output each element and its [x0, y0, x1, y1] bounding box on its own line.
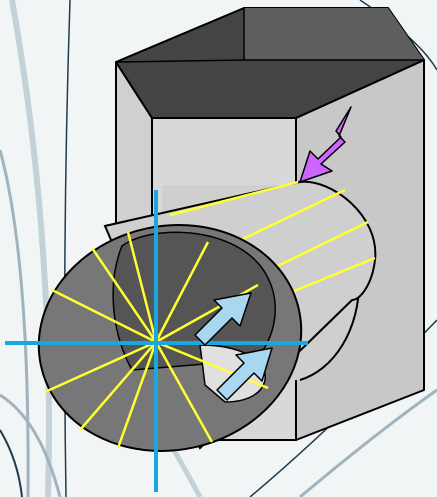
cylinder: [5, 180, 377, 492]
arrows: [194, 106, 352, 401]
radial-line: [154, 241, 210, 343]
axis-cross: [5, 190, 308, 492]
radial-line: [126, 231, 158, 343]
radial-line: [90, 247, 158, 343]
radial-line: [44, 340, 157, 394]
prism-inner-edge-left: [115, 59, 245, 63]
purple-arrow: [299, 106, 352, 183]
radial-line: [154, 341, 214, 443]
blue-arrow: [216, 347, 273, 401]
surface-line: [169, 180, 299, 217]
radial-line: [51, 288, 157, 344]
prism-top-inner-back: [244, 8, 424, 60]
radial-line: [116, 341, 158, 449]
blue-arrow: [194, 292, 252, 346]
radial-line: [155, 340, 269, 390]
radial-line: [79, 341, 157, 431]
